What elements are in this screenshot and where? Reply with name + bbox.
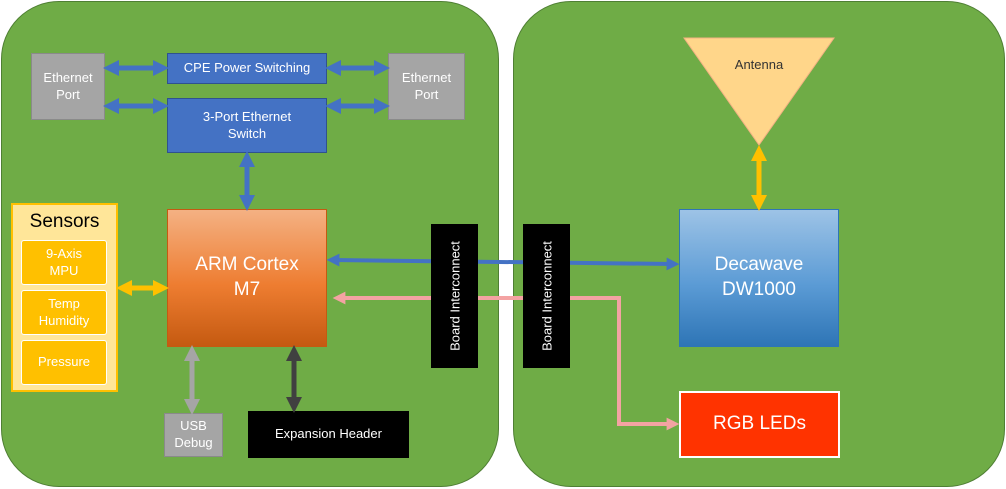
sensor-pressure: Pressure	[21, 340, 107, 385]
board-interconnect-right-cover-label: Board Interconnect	[539, 241, 554, 351]
sensors-title: Sensors	[29, 211, 100, 232]
board-interconnect-right-cover: Board Interconnect	[523, 224, 570, 368]
ethernet-port-left: Ethernet Port	[31, 53, 105, 120]
arrow-leds-cpu	[332, 291, 680, 431]
arrow-cpu-radio	[326, 253, 680, 271]
antenna-label: Antenna	[734, 57, 784, 72]
usb-debug: USB Debug	[164, 413, 223, 457]
cpu-arm-cortex: ARM Cortex M7	[167, 209, 327, 347]
board-interconnect-left-cover-label: Board Interconnect	[447, 241, 462, 351]
sensor-temp-humidity: Temp Humidity	[21, 290, 107, 335]
sensor-mpu: 9-Axis MPU	[21, 240, 107, 285]
rgb-leds: RGB LEDs	[679, 391, 840, 458]
ethernet-switch: 3-Port Ethernet Switch	[167, 98, 327, 153]
cpe-power-switching: CPE Power Switching	[167, 53, 327, 84]
antenna-icon	[683, 37, 835, 146]
sensors-panel: Sensors 9-Axis MPU Temp Humidity Pressur…	[11, 203, 118, 392]
board-interconnect-left-cover: Board Interconnect	[431, 224, 478, 368]
decawave-dw1000: Decawave DW1000	[679, 209, 839, 347]
ethernet-port-right: Ethernet Port	[388, 53, 465, 120]
